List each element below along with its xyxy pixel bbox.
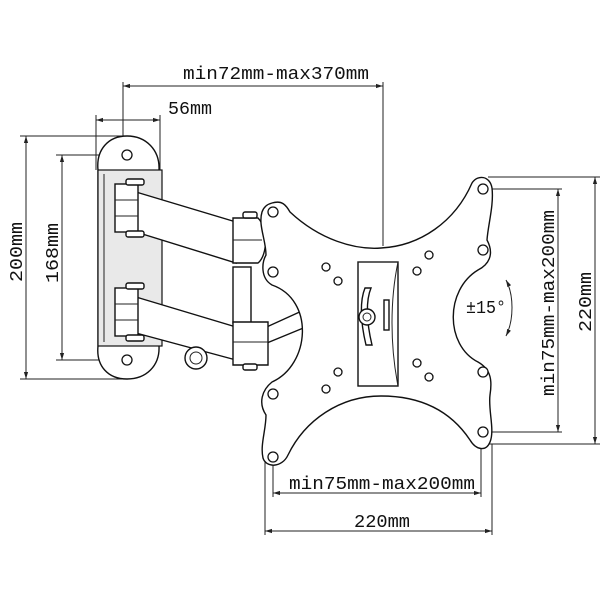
- tv-plate: [260, 176, 513, 466]
- plate-depth-label: 56mm: [168, 100, 212, 120]
- rotation-arrows-icon: [505, 279, 513, 337]
- vesa-horizontal-label: min75mm-max200mm: [289, 475, 475, 495]
- wall-plate: [97, 135, 163, 380]
- swing-arms: [114, 178, 319, 371]
- cable-ring: [184, 346, 208, 370]
- plate-height-label: 220mm: [577, 272, 597, 332]
- plate-width-label: 220mm: [354, 513, 410, 533]
- mounting-holes: [267, 183, 489, 463]
- tilt-nut: [358, 308, 376, 326]
- dimension-lines: [23, 83, 598, 534]
- wall-hole-top: [121, 149, 133, 161]
- wall-hole-spacing-label: 168mm: [44, 223, 64, 283]
- vesa-vertical-label: min75mm-max200mm: [540, 210, 560, 396]
- wall-plate-height-label: 200mm: [8, 222, 28, 282]
- dimension-labels: min72mm-max370mm 56mm 200mm 168mm min75m…: [8, 65, 597, 533]
- wall-hole-bottom: [121, 354, 133, 366]
- arm-extension-label: min72mm-max370mm: [183, 65, 369, 85]
- extension-lines: [20, 82, 600, 535]
- tilt-label: ±15°: [466, 299, 506, 319]
